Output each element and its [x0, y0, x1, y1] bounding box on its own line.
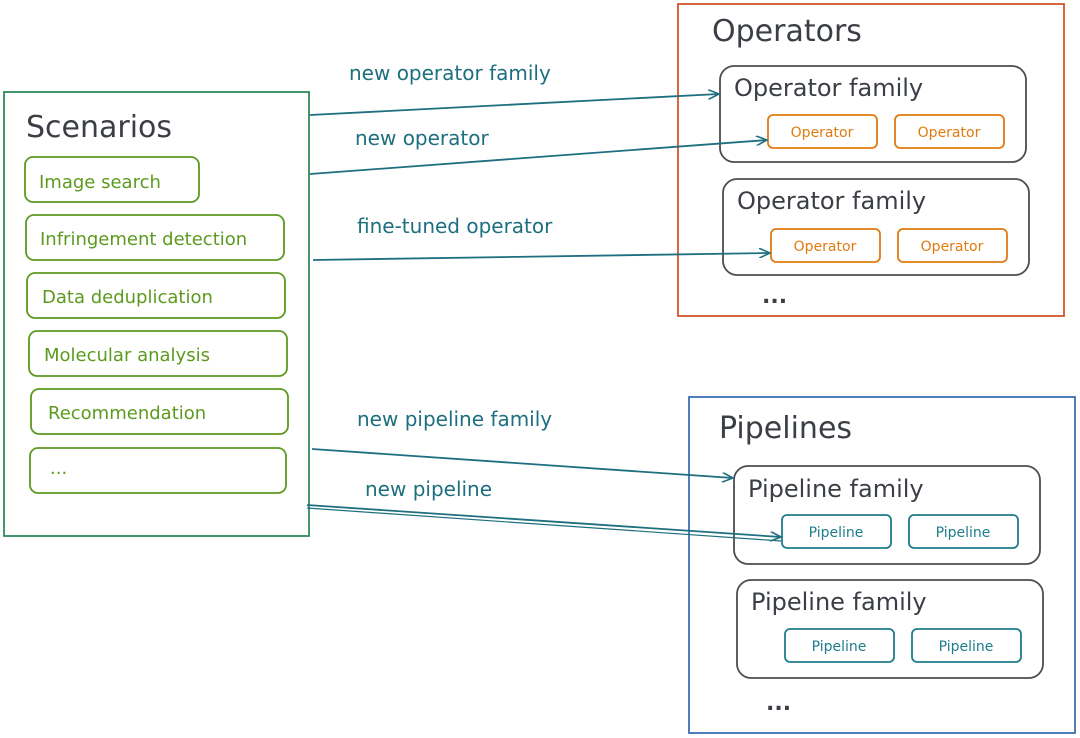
scenario-label: Data deduplication: [42, 287, 213, 308]
operator-item: Operator: [894, 114, 1005, 149]
edge-label-fine-tuned-operator: fine-tuned operator: [357, 214, 553, 238]
pipelines-frame: [688, 396, 1076, 734]
operator-family-title: Operator family: [737, 187, 926, 215]
scenarios-frame: [3, 91, 310, 537]
pipeline-item: Pipeline: [908, 514, 1019, 549]
scenario-item-recommendation: Recommendation: [30, 388, 289, 435]
operator-family-2: Operator family Operator Operator: [722, 178, 1030, 276]
pipeline-family-2: Pipeline family Pipeline Pipeline: [736, 579, 1044, 679]
pipelines-title: Pipelines: [719, 411, 852, 446]
arrow-new-pipeline-family: [311, 448, 733, 478]
pipeline-family-1: Pipeline family Pipeline Pipeline: [733, 465, 1041, 565]
operator-item: Operator: [770, 228, 881, 263]
operator-family-1: Operator family Operator Operator: [719, 65, 1027, 163]
edges: new operator family new operator fine-tu…: [306, 61, 782, 542]
scenarios-panel: Scenarios Image search Infringement dete…: [3, 91, 310, 537]
operators-more: ...: [762, 284, 787, 309]
operator-item: Operator: [767, 114, 878, 149]
pipeline-label: Pipeline: [812, 639, 867, 655]
operators-panel: Operators Operator family Operator Opera…: [677, 3, 1065, 317]
pipeline-item: Pipeline: [784, 628, 895, 663]
scenario-label: Infringement detection: [40, 229, 247, 250]
pipeline-item: Pipeline: [781, 514, 892, 549]
arrow-new-pipeline: [306, 504, 781, 537]
arrow-new-operator: [309, 140, 767, 175]
arrow-fine-tuned-operator: [312, 253, 770, 261]
scenario-label: Image search: [39, 172, 161, 193]
pipeline-label: Pipeline: [809, 525, 864, 541]
scenario-label: Molecular analysis: [44, 345, 210, 366]
scenario-item-image-search: Image search: [24, 156, 200, 203]
pipeline-family-title: Pipeline family: [748, 475, 924, 503]
scenario-item-data-deduplication: Data deduplication: [26, 272, 286, 319]
scenario-item-more: ...: [29, 447, 287, 494]
scenarios-title: Scenarios: [26, 110, 172, 145]
pipeline-label: Pipeline: [939, 639, 994, 655]
arrow-new-pipeline-stroke: [306, 507, 782, 542]
operators-frame: [677, 3, 1065, 317]
operator-label: Operator: [921, 239, 984, 255]
pipeline-family-title: Pipeline family: [751, 588, 927, 616]
operator-family-title: Operator family: [734, 74, 923, 102]
scenario-item-infringement-detection: Infringement detection: [25, 214, 285, 261]
scenario-label: Recommendation: [48, 403, 206, 424]
operators-title: Operators: [712, 14, 862, 49]
pipelines-panel: Pipelines Pipeline family Pipeline Pipel…: [688, 396, 1076, 734]
edge-label-new-pipeline: new pipeline: [365, 477, 492, 501]
operator-label: Operator: [791, 125, 854, 141]
edge-label-new-pipeline-family: new pipeline family: [357, 407, 552, 431]
edge-label-new-operator: new operator: [355, 126, 489, 150]
scenario-label: ...: [50, 458, 67, 479]
operator-label: Operator: [794, 239, 857, 255]
operator-item: Operator: [897, 228, 1008, 263]
pipeline-label: Pipeline: [936, 525, 991, 541]
edge-label-new-operator-family: new operator family: [349, 61, 551, 85]
pipeline-item: Pipeline: [911, 628, 1022, 663]
scenario-item-molecular-analysis: Molecular analysis: [28, 330, 288, 377]
pipelines-more: ...: [766, 691, 791, 716]
operator-label: Operator: [918, 125, 981, 141]
arrow-new-operator-family: [309, 94, 719, 116]
